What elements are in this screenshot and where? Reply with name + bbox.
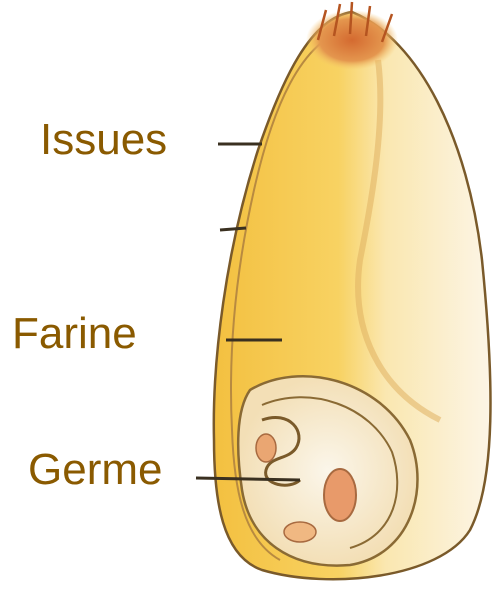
germ-plumule — [284, 522, 316, 542]
germ-radicle — [256, 434, 276, 462]
leader-line-bran-2 — [220, 228, 246, 230]
germ-scutellum — [324, 469, 356, 521]
leader-line-germ — [196, 478, 300, 480]
